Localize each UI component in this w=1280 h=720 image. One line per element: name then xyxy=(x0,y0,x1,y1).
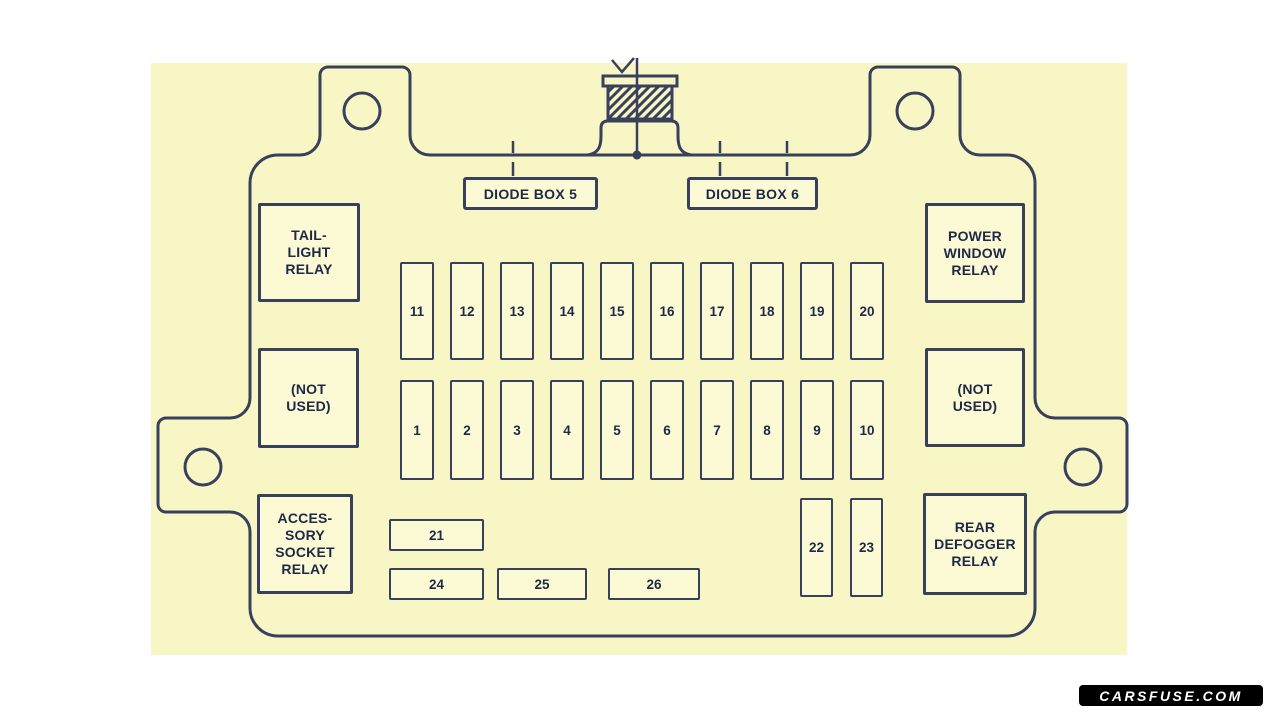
power-window-relay-box: POWER WINDOW RELAY xyxy=(925,203,1025,303)
fuse-10: 10 xyxy=(850,380,884,480)
fuse-9: 9 xyxy=(800,380,834,480)
accessory-socket-relay-box: ACCES- SORY SOCKET RELAY xyxy=(257,494,353,594)
fuse-26: 26 xyxy=(608,568,700,600)
fuse-16: 16 xyxy=(650,262,684,360)
diode-box-5-label: DIODE BOX 5 xyxy=(463,177,598,210)
fuse-13: 13 xyxy=(500,262,534,360)
fuse-6: 6 xyxy=(650,380,684,480)
fuse-11: 11 xyxy=(400,262,434,360)
fuse-4: 4 xyxy=(550,380,584,480)
fuse-23: 23 xyxy=(850,498,883,597)
mount-hole-right xyxy=(1063,447,1103,487)
fuse-20: 20 xyxy=(850,262,884,360)
diode-box-leader-ticks xyxy=(511,141,789,176)
fuse-1: 1 xyxy=(400,380,434,480)
bolt-pedestal xyxy=(587,119,692,157)
carsfuse-watermark-badge: CARSFUSE.COM xyxy=(1079,685,1263,706)
mount-hole-top-left xyxy=(342,91,382,131)
axis-arrow-icon xyxy=(611,57,635,74)
mount-hole-top-right xyxy=(895,91,935,131)
fuse-21: 21 xyxy=(389,519,484,551)
fuse-8: 8 xyxy=(750,380,784,480)
fuse-2: 2 xyxy=(450,380,484,480)
not-used-right-box: (NOT USED) xyxy=(925,348,1025,447)
fuse-22: 22 xyxy=(800,498,833,597)
diode-box-6-label: DIODE BOX 6 xyxy=(687,177,818,210)
fuse-24: 24 xyxy=(389,568,484,600)
fuse-18: 18 xyxy=(750,262,784,360)
fuse-5: 5 xyxy=(600,380,634,480)
rear-defogger-relay-box: REAR DEFOGGER RELAY xyxy=(923,493,1027,595)
fuse-12: 12 xyxy=(450,262,484,360)
not-used-left-box: (NOT USED) xyxy=(258,348,359,448)
fuse-7: 7 xyxy=(700,380,734,480)
fuse-17: 17 xyxy=(700,262,734,360)
fuse-25: 25 xyxy=(497,568,587,600)
bolt-axis xyxy=(611,57,642,160)
bolt-hatch-lines xyxy=(606,84,674,121)
fuse-14: 14 xyxy=(550,262,584,360)
fuse-19: 19 xyxy=(800,262,834,360)
tail-light-relay-box: TAIL- LIGHT RELAY xyxy=(258,203,360,302)
mount-hole-left xyxy=(183,447,223,487)
axis-dot xyxy=(632,150,642,160)
fuse-15: 15 xyxy=(600,262,634,360)
fuse-3: 3 xyxy=(500,380,534,480)
